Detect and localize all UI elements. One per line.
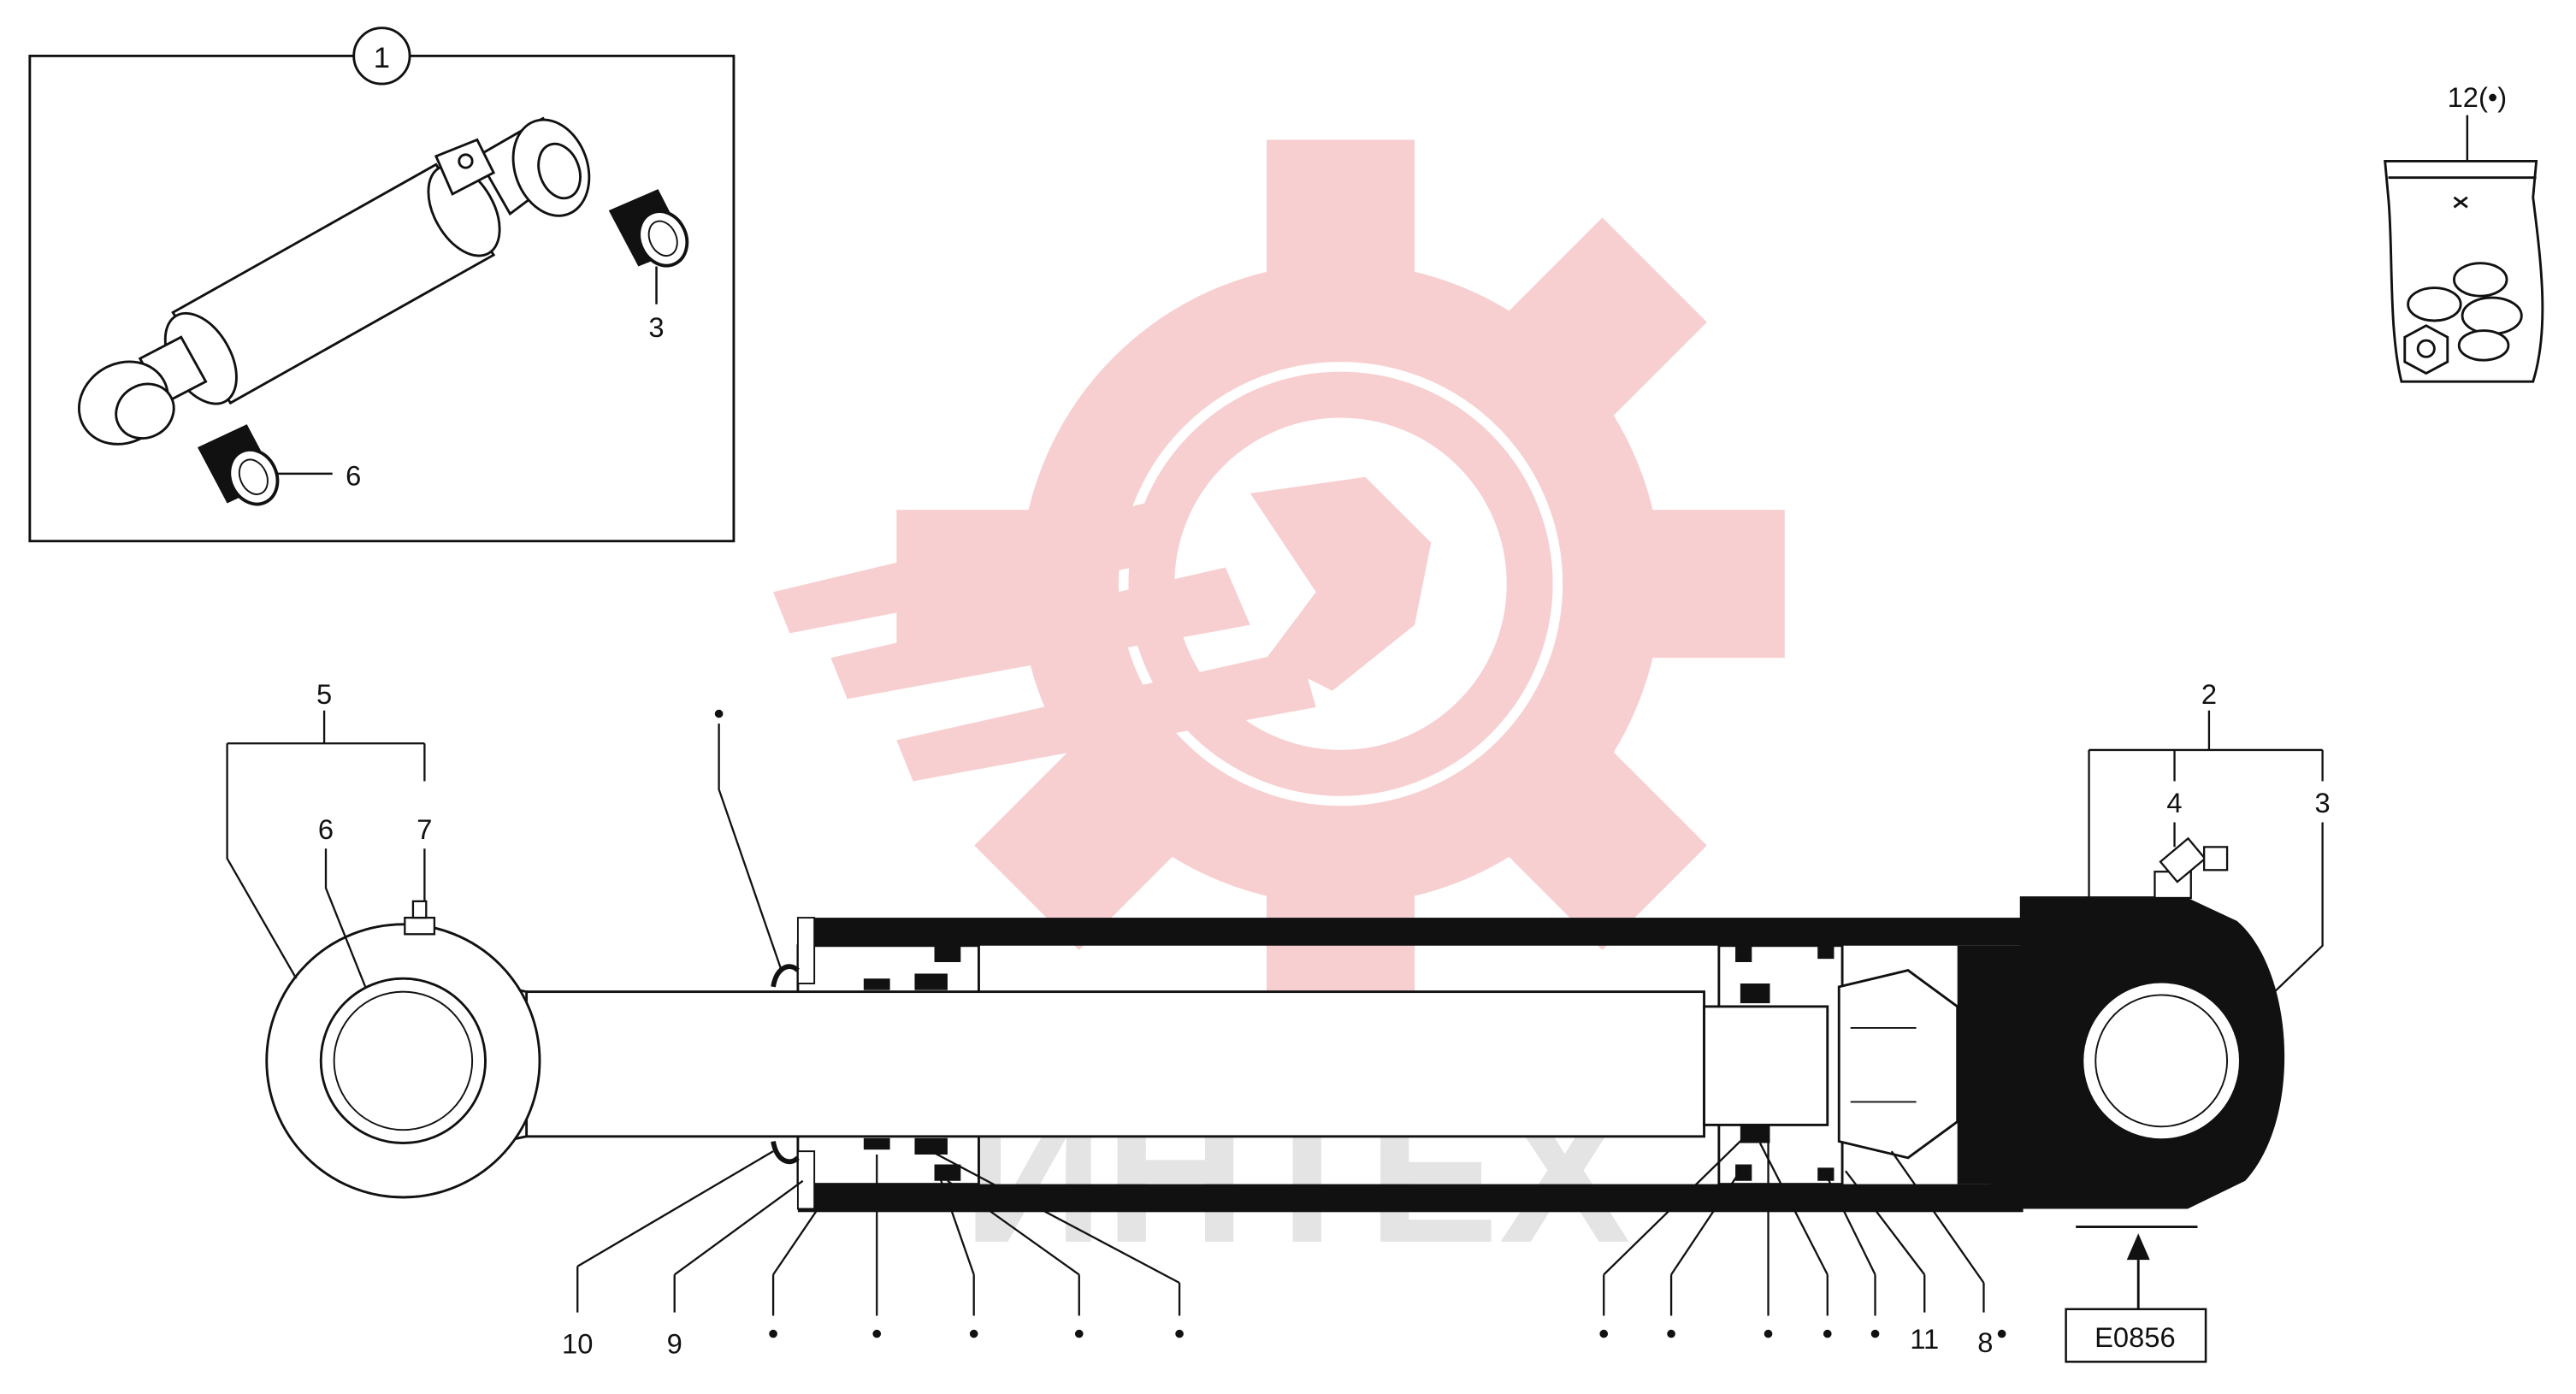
label-rod-end-grease: 7 bbox=[417, 813, 432, 845]
rod-end-callouts: 5 6 7 bbox=[226, 678, 432, 988]
kit-marker-dot bbox=[1870, 1329, 1880, 1338]
grease-fitting-icon bbox=[404, 900, 436, 936]
seal-kit-bag-icon bbox=[2384, 160, 2544, 383]
cylinder-isometric-icon bbox=[77, 116, 591, 446]
grease-fitting-icon bbox=[2154, 836, 2229, 900]
kit-marker-dot bbox=[969, 1329, 978, 1338]
kit-marker-dot bbox=[1823, 1329, 1832, 1338]
view-reference-box bbox=[2065, 1308, 2207, 1363]
assembly-detail-box: 1 3 bbox=[28, 27, 736, 543]
bottom-callouts: 10 9 11 8 bbox=[562, 1134, 2006, 1360]
kit-marker-dot bbox=[1599, 1329, 1609, 1338]
label-bushing-top: 3 bbox=[648, 311, 664, 343]
label-bottom-11: 11 bbox=[1910, 1323, 1939, 1355]
label-barrel-end-group: 2 bbox=[2201, 678, 2217, 710]
kit-marker-dot bbox=[872, 1329, 882, 1338]
kit-marker-callout bbox=[714, 709, 783, 971]
bushing-icon bbox=[608, 189, 689, 268]
assembly-callout-circle bbox=[352, 27, 411, 86]
label-bottom-9: 9 bbox=[667, 1328, 682, 1360]
view-reference: E0856 bbox=[2065, 1226, 2207, 1363]
label-barrel-end-grease: 4 bbox=[2166, 787, 2182, 818]
kit-marker-dot bbox=[1667, 1329, 1675, 1338]
label-rod-end-group: 5 bbox=[316, 678, 332, 710]
label-bushing-bottom: 6 bbox=[346, 459, 361, 491]
kit-marker-dot bbox=[1074, 1329, 1084, 1338]
bushing-icon bbox=[198, 424, 280, 506]
assembly-callout-number: 1 bbox=[374, 42, 390, 74]
kit-marker-dot bbox=[1764, 1329, 1773, 1338]
kit-marker-dot bbox=[1997, 1329, 2006, 1338]
kit-marker-dot bbox=[1175, 1329, 1184, 1338]
label-bottom-10: 10 bbox=[562, 1328, 593, 1360]
view-reference-code: E0856 bbox=[2094, 1321, 2176, 1353]
label-bottom-8: 8 bbox=[1977, 1326, 1993, 1358]
cylinder-section bbox=[265, 836, 2285, 1213]
barrel-end-callouts: 2 4 3 bbox=[2088, 678, 2331, 1029]
label-rod-end-bushing: 6 bbox=[318, 813, 334, 845]
label-barrel-end-bushing: 3 bbox=[2315, 787, 2331, 818]
label-seal-kit: 12(•) bbox=[2448, 81, 2508, 113]
kit-marker-dot bbox=[769, 1329, 777, 1338]
